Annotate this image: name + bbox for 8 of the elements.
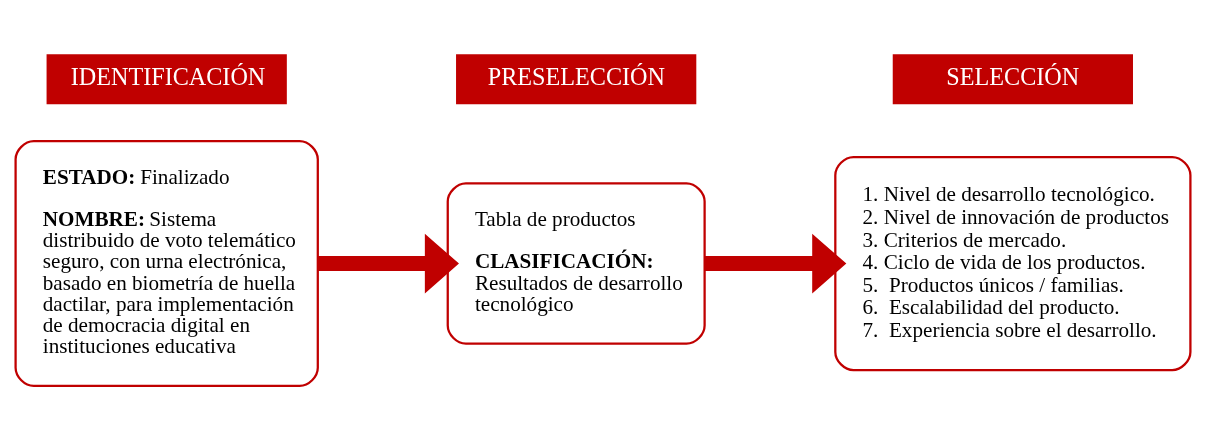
node-box: IDENTIFICACIÓN <box>46 53 287 104</box>
node-box: ESTADO: Finalizado NOMBRE: Sistema distribuido de voto telemático seguro, con urna electrónica, basado en biometría de huella dactilar, para implementación de democracia digital en instituciones educativa <box>14 139 319 387</box>
arrow <box>317 233 459 293</box>
arrow <box>704 233 847 293</box>
node-box: 1. Nivel de desarrollo tecnológico. 2. Nivel de innovación de productos 3. Criterios de mercado. 4. Ciclo de vida de los productos. 5. Productos únicos / familias. 6. Escalabilidad del producto. 7. Experiencia sobre el desarrollo. <box>834 155 1192 371</box>
node-box: PRESELECCIÓN <box>456 53 697 104</box>
node-box: Tabla de productos CLASIFICACIÓN: Resultados de desarrollo tecnológico <box>446 181 706 345</box>
node-box: SELECCIÓN <box>892 53 1133 104</box>
